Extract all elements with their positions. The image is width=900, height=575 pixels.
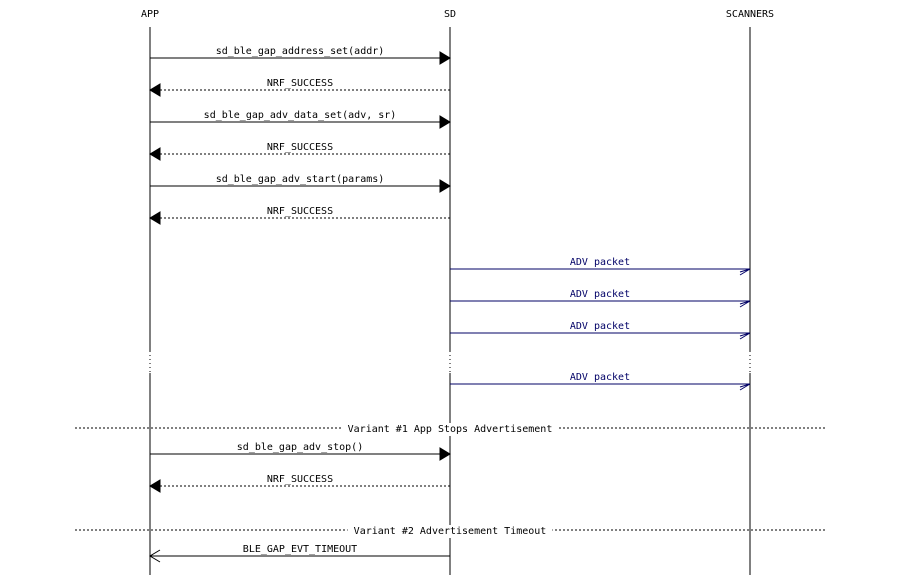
message-m3-arrowhead	[439, 115, 451, 129]
message-m8: ADV packet	[450, 289, 751, 308]
message-m4-label: NRF_SUCCESS	[267, 142, 333, 153]
message-m12-label: NRF_SUCCESS	[267, 474, 333, 485]
message-m12: NRF_SUCCESS	[149, 474, 450, 493]
message-m13-label: BLE_GAP_EVT_TIMEOUT	[243, 544, 357, 555]
message-m7: ADV packet	[450, 257, 751, 276]
message-m11: sd_ble_gap_adv_stop()	[150, 442, 451, 461]
message-m5-label: sd_ble_gap_adv_start(params)	[216, 174, 385, 185]
message-m12-arrowhead	[149, 479, 161, 493]
message-m9: ADV packet	[450, 321, 751, 340]
message-m4-arrowhead	[149, 147, 161, 161]
message-m7-arrowhead	[739, 268, 751, 276]
divider-d1: Variant #1 App Stops Advertisement	[75, 423, 825, 436]
message-m4: NRF_SUCCESS	[149, 142, 450, 161]
divider-d1-label-bg	[341, 423, 559, 436]
participant-app: APP	[141, 9, 159, 20]
message-m3: sd_ble_gap_adv_data_set(adv, sr)	[150, 110, 451, 129]
message-m2-arrowhead	[149, 83, 161, 97]
message-m8-arrowhead	[739, 300, 751, 308]
message-m6-arrowhead	[149, 211, 161, 225]
message-m9-label: ADV packet	[570, 321, 630, 332]
message-m10-arrowhead	[739, 383, 751, 391]
message-m11-arrowhead	[439, 447, 451, 461]
message-m9-arrowhead	[739, 332, 751, 340]
divider-d2-label-bg	[347, 525, 553, 538]
message-m5-arrowhead	[439, 179, 451, 193]
message-m1-arrowhead	[439, 51, 451, 65]
message-m6-label: NRF_SUCCESS	[267, 206, 333, 217]
divider-d1-label: Variant #1 App Stops Advertisement	[348, 424, 553, 435]
message-m10: ADV packet	[450, 372, 751, 391]
message-m2-label: NRF_SUCCESS	[267, 78, 333, 89]
message-m11-label: sd_ble_gap_adv_stop()	[237, 442, 363, 453]
message-m3-label: sd_ble_gap_adv_data_set(adv, sr)	[204, 110, 397, 121]
divider-d2-label: Variant #2 Advertisement Timeout	[354, 526, 547, 537]
message-m7-label: ADV packet	[570, 257, 630, 268]
message-m10-label: ADV packet	[570, 372, 630, 383]
participant-sd: SD	[444, 9, 456, 20]
message-m1: sd_ble_gap_address_set(addr)	[150, 46, 451, 65]
divider-d2: Variant #2 Advertisement Timeout	[75, 525, 825, 538]
message-m13: BLE_GAP_EVT_TIMEOUT	[149, 544, 450, 563]
message-m6: NRF_SUCCESS	[149, 206, 450, 225]
message-m8-label: ADV packet	[570, 289, 630, 300]
participant-scanners: SCANNERS	[726, 9, 774, 20]
message-m1-label: sd_ble_gap_address_set(addr)	[216, 46, 385, 57]
message-m5: sd_ble_gap_adv_start(params)	[150, 174, 451, 193]
message-m13-arrowhead	[149, 549, 161, 563]
message-m2: NRF_SUCCESS	[149, 78, 450, 97]
